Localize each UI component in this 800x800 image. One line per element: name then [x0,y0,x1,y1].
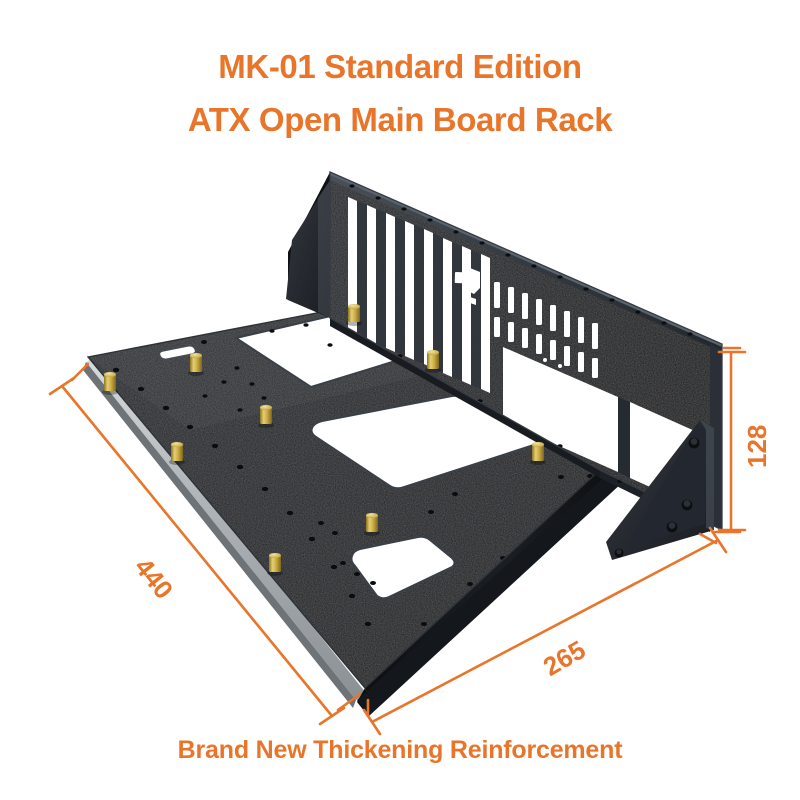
dimension-label-height: 128 [742,424,772,468]
dimension-annotations [48,346,747,736]
back-panel-bottom-flange [330,318,600,478]
motherboard-io-shield-opening [454,268,598,378]
brass-standoffs [102,303,546,576]
standoff [169,441,185,465]
left-support-bracket [286,172,330,318]
standoff [530,441,546,465]
back-panel-top-rail-edge [330,172,722,347]
back-io-panel [329,171,723,532]
dimension-128 [712,346,747,534]
right-gusset-screws [666,437,700,533]
standoff [258,404,274,428]
expansion-slot-openings [348,197,490,393]
dimension-265 [362,526,728,736]
cable-routing-slot-edge [158,345,197,360]
dimension-440 [48,362,362,726]
aluminium-side-rail-shadow [83,362,356,708]
tray-front-skirt-face [357,452,636,716]
product-footer-text: Brand New Thickening Reinforcement [177,736,623,764]
panel-open-window-left [503,347,618,472]
standoff [188,352,204,376]
cutout-psu-window-edge [350,535,456,600]
right-support-bracket [606,420,714,560]
aluminium-side-rail [86,356,366,700]
cable-routing-slot [159,345,196,360]
left-gusset-highlight [318,180,330,318]
panel-window-divider [618,397,630,478]
standoff [364,512,380,536]
cutout-main-window [311,395,542,489]
tray-corner-screws [614,548,624,558]
standoff [346,303,362,326]
product-footer-block: Brand New Thickening Reinforcement [0,736,800,765]
standoff [267,552,283,576]
expansion-slot-ribs [357,201,481,389]
back-panel-top-holes [349,184,693,336]
cutout-psu-window [351,536,455,599]
right-gusset-highlight [700,420,714,530]
standoff [425,349,441,373]
standoff [102,371,118,395]
right-gusset-inner [625,424,705,548]
